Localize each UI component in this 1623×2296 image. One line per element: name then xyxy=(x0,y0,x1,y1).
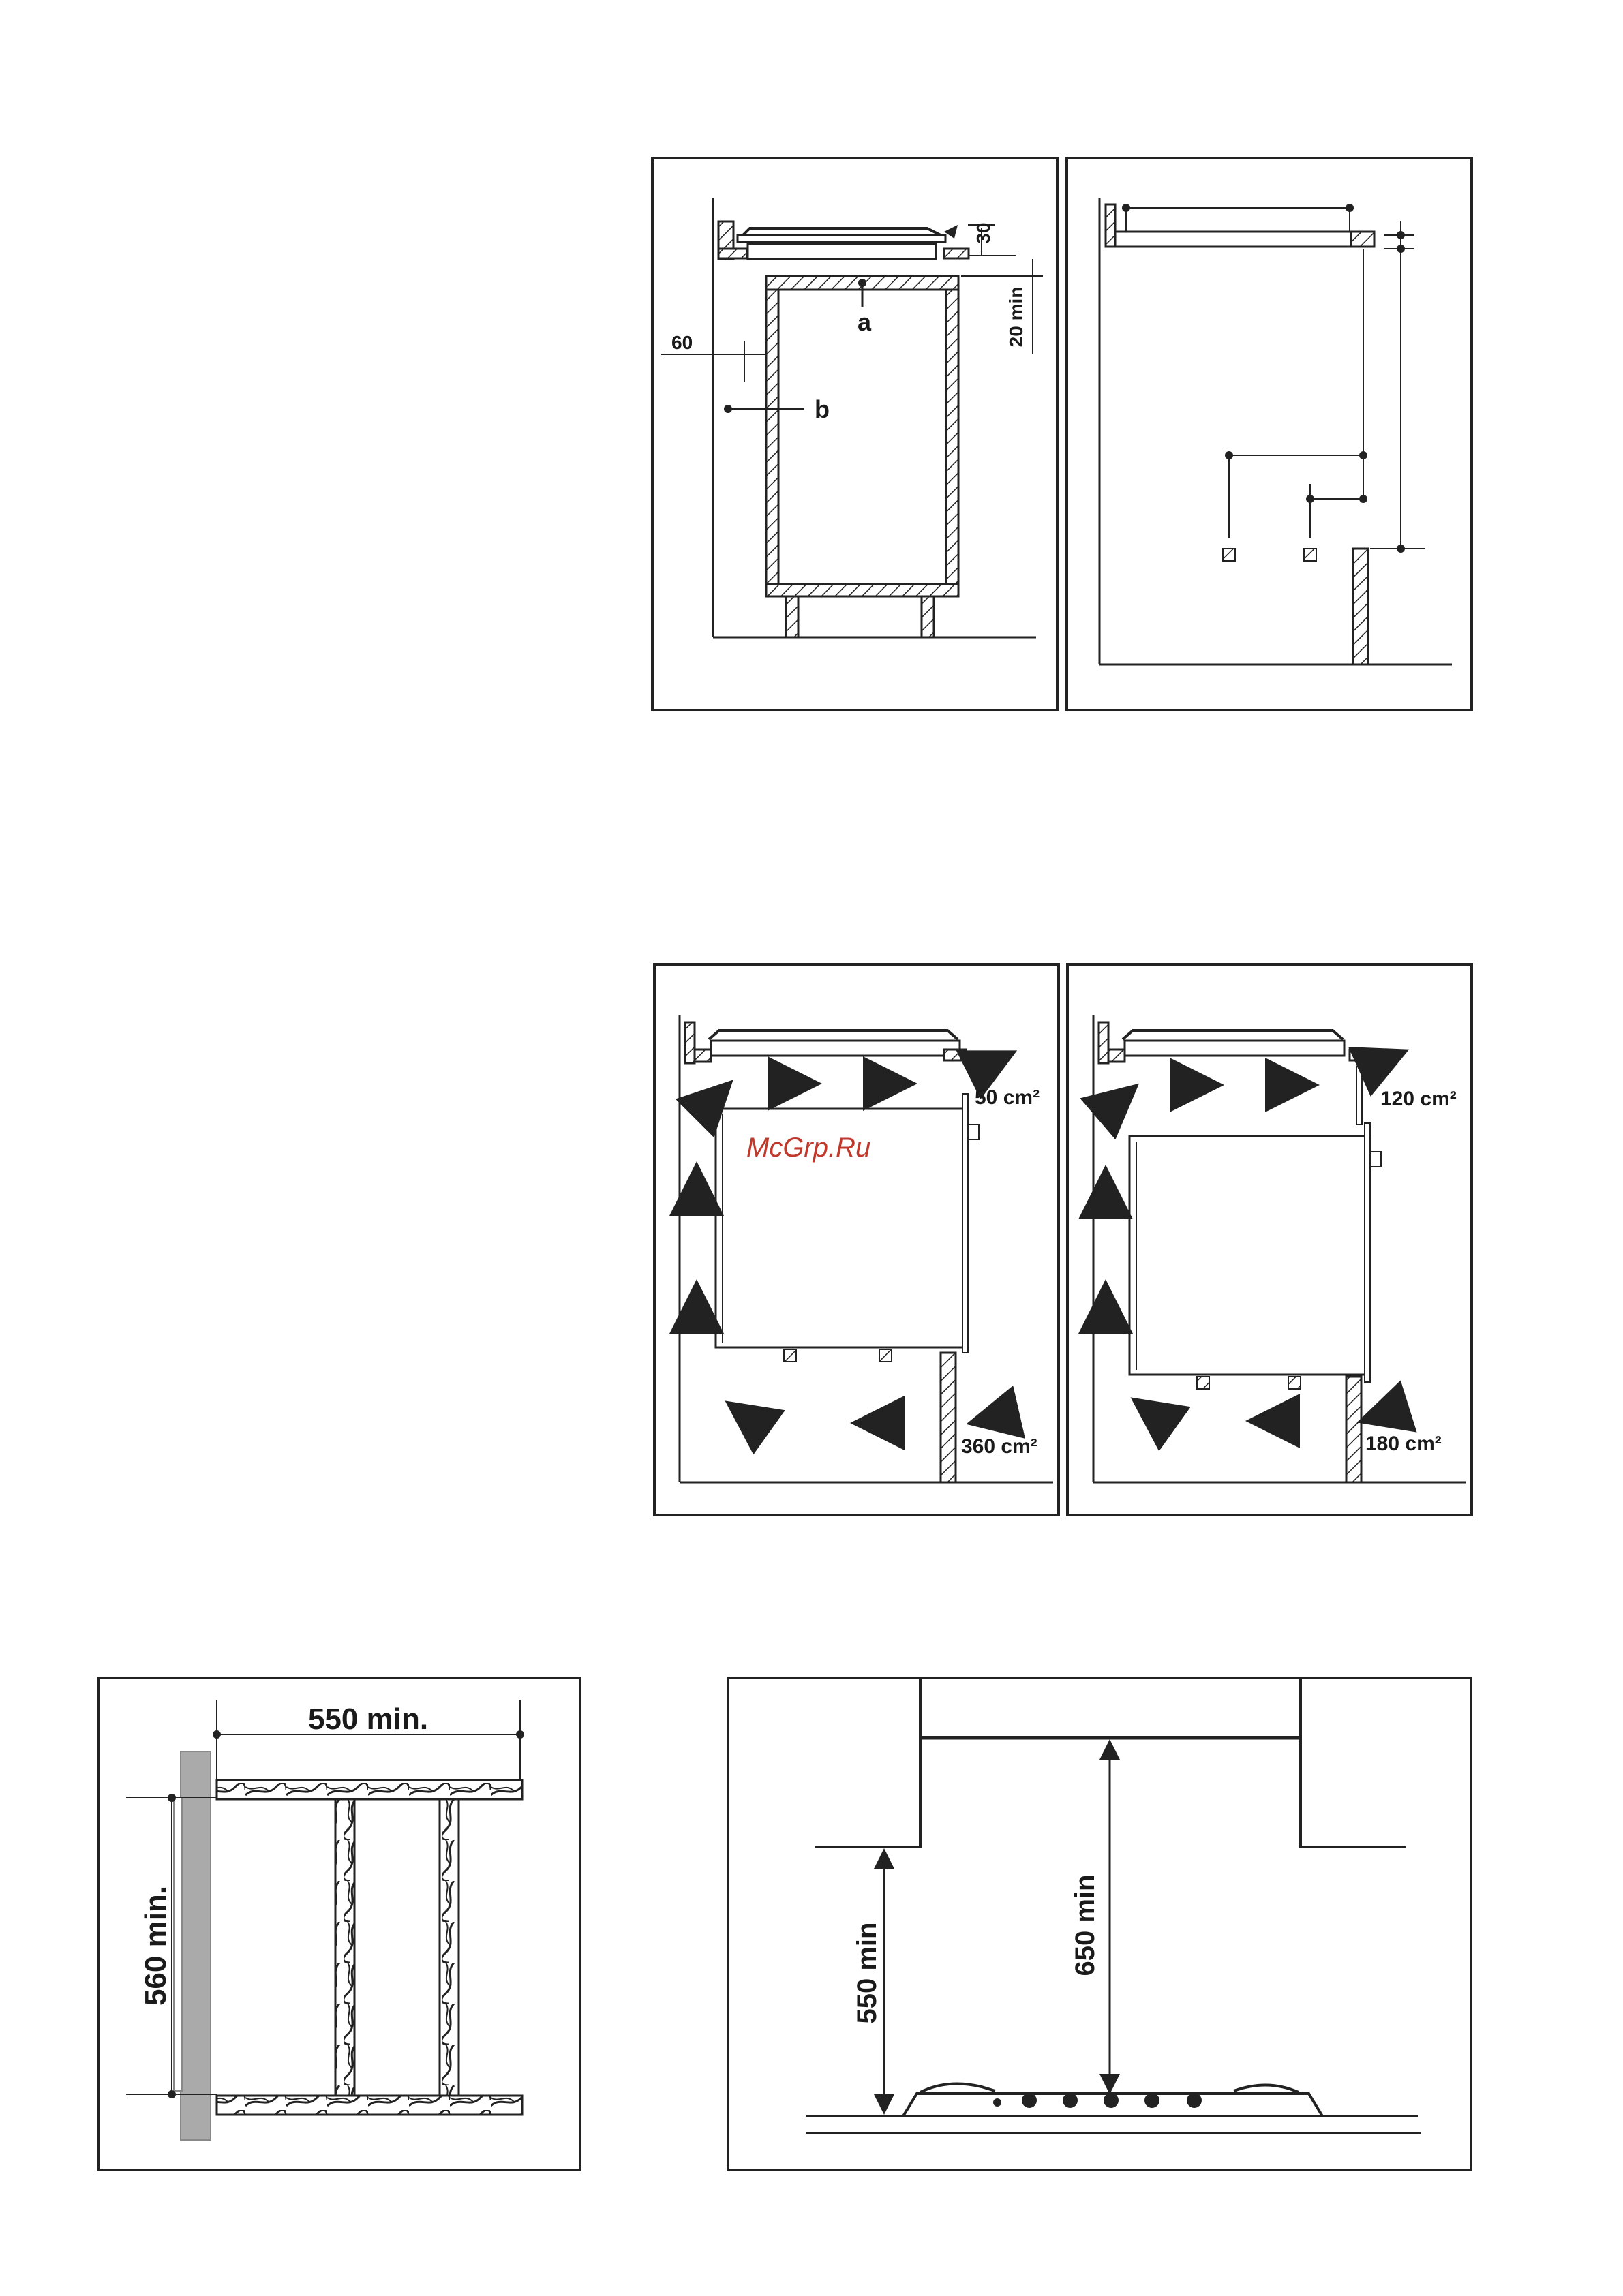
figure-ventilation-50-360: 50 cm² 360 cm² McGrp.Ru xyxy=(654,964,1059,1515)
dim-60-label: 60 xyxy=(671,332,693,353)
height-dimension-label: 560 min. xyxy=(139,1886,172,2006)
figure-frame xyxy=(1067,158,1472,710)
dim-550-label: 550 min xyxy=(852,1923,882,2024)
vent-top-label: 50 cm² xyxy=(975,1086,1040,1109)
vent-top-label: 120 cm² xyxy=(1380,1088,1457,1110)
callout-a-label: a xyxy=(858,308,872,336)
knob-icon xyxy=(1144,2093,1159,2108)
dim-20min-label: 20 min xyxy=(1005,287,1027,348)
vent-bottom-label: 180 cm² xyxy=(1365,1433,1442,1455)
dim-650-label: 650 min xyxy=(1070,1875,1100,1976)
hob-front-view xyxy=(903,2084,1322,2117)
callout-b-label: b xyxy=(815,395,830,423)
figure-wall-unit-dimensions xyxy=(1067,158,1472,710)
figure-ventilation-120-180: 120 cm² 180 cm² xyxy=(1067,964,1472,1515)
watermark: McGrp.Ru xyxy=(746,1133,870,1163)
figure-cutout-dimensions: 550 min. 560 min. xyxy=(98,1678,580,2170)
dim-30-label: 30 xyxy=(973,222,994,243)
knob-icon xyxy=(1187,2093,1202,2108)
vent-bottom-label: 360 cm² xyxy=(961,1435,1037,1458)
oven-body xyxy=(1129,1067,1381,1389)
knob-icon xyxy=(1104,2093,1119,2108)
width-dimension-label: 550 min. xyxy=(308,1702,428,1736)
hob-side-view xyxy=(738,225,958,259)
knob-icon xyxy=(1022,2093,1037,2108)
figure-cabinet-clearance: 30 20 min 60 a b xyxy=(652,158,1057,710)
knob-icon xyxy=(1063,2093,1078,2108)
figure-hood-clearance: 550 min 650 min xyxy=(728,1678,1471,2170)
